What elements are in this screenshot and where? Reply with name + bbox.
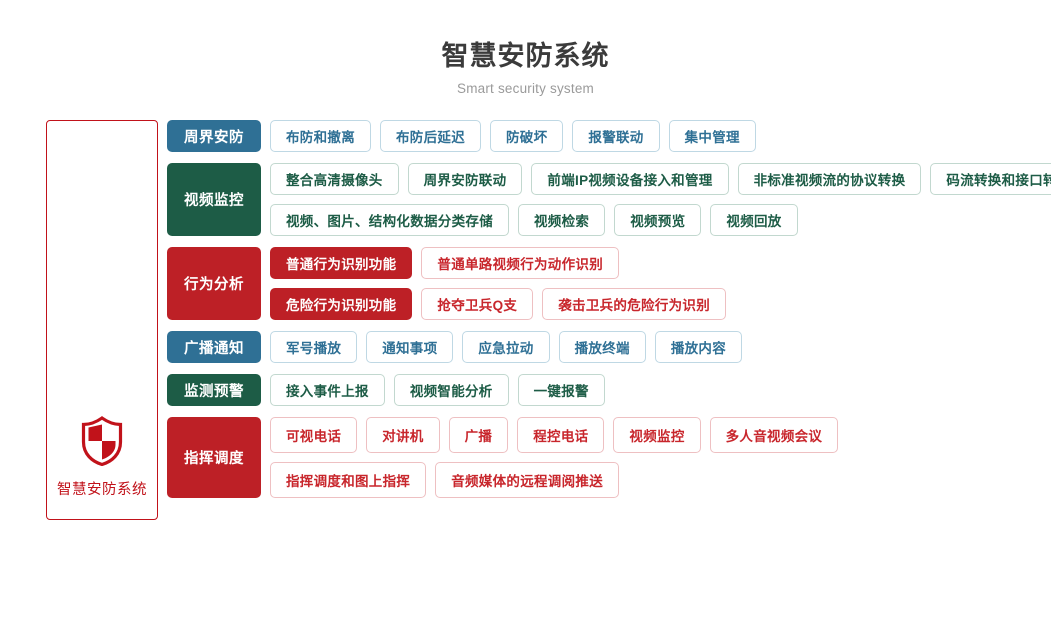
tag-line: 军号播放通知事项应急拉动播放终端播放内容 <box>270 331 1051 364</box>
feature-tag[interactable]: 播放内容 <box>654 331 743 364</box>
tag-line: 指挥调度和图上指挥音频媒体的远程调阅推送 <box>270 462 1051 499</box>
feature-tag[interactable]: 通知事项 <box>366 331 454 364</box>
feature-tag[interactable]: 码流转换和接口转换 <box>930 163 1051 196</box>
feature-tag[interactable]: 袭击卫兵的危险行为识别 <box>542 288 727 321</box>
feature-tag[interactable]: 军号播放 <box>270 331 358 364</box>
tag-line: 普通行为识别功能普通单路视频行为动作识别 <box>270 247 1051 280</box>
tag-line: 接入事件上报视频智能分析一键报警 <box>270 374 1051 407</box>
feature-tag[interactable]: 可视电话 <box>270 417 358 454</box>
tag-line: 可视电话对讲机广播程控电话视频监控多人音视频会议 <box>270 417 1051 454</box>
category-block[interactable]: 指挥调度 <box>167 417 261 499</box>
category-block[interactable]: 视频监控 <box>167 163 261 237</box>
tag-line: 危险行为识别功能抢夺卫兵Q支袭击卫兵的危险行为识别 <box>270 288 1051 321</box>
feature-tag[interactable]: 集中管理 <box>668 120 756 153</box>
feature-tag[interactable]: 播放终端 <box>558 331 646 364</box>
shield-icon <box>80 416 124 467</box>
category-rows: 周界安防布防和撤离布防后延迟防破坏报警联动集中管理视频监控整合高清摄像头周界安防… <box>167 120 1051 499</box>
feature-tag[interactable]: 视频、图片、结构化数据分类存储 <box>270 204 509 237</box>
tag-line: 整合高清摄像头周界安防联动前端IP视频设备接入和管理非标准视频流的协议转换码流转… <box>270 163 1051 196</box>
tag-line: 布防和撤离布防后延迟防破坏报警联动集中管理 <box>270 120 1051 153</box>
feature-tag[interactable]: 音频媒体的远程调阅推送 <box>435 462 620 499</box>
category-row: 周界安防布防和撤离布防后延迟防破坏报警联动集中管理 <box>167 120 1051 153</box>
category-row: 视频监控整合高清摄像头周界安防联动前端IP视频设备接入和管理非标准视频流的协议转… <box>167 163 1051 237</box>
feature-tag[interactable]: 指挥调度和图上指挥 <box>270 462 427 499</box>
feature-tag[interactable]: 危险行为识别功能 <box>270 288 413 321</box>
feature-tag[interactable]: 视频智能分析 <box>393 374 509 407</box>
feature-tag[interactable]: 应急拉动 <box>462 331 550 364</box>
category-row: 监测预警接入事件上报视频智能分析一键报警 <box>167 374 1051 407</box>
feature-tag[interactable]: 布防和撤离 <box>270 120 371 153</box>
category-block[interactable]: 监测预警 <box>167 374 261 407</box>
feature-tag[interactable]: 周界安防联动 <box>407 163 523 196</box>
feature-tag[interactable]: 视频检索 <box>518 204 606 237</box>
category-row: 指挥调度可视电话对讲机广播程控电话视频监控多人音视频会议指挥调度和图上指挥音频媒… <box>167 417 1051 499</box>
category-tag-lines: 军号播放通知事项应急拉动播放终端播放内容 <box>270 331 1051 364</box>
feature-tag[interactable]: 布防后延迟 <box>380 120 481 153</box>
page-subtitle: Smart security system <box>457 81 594 97</box>
feature-tag[interactable]: 视频回放 <box>710 204 798 237</box>
feature-tag[interactable]: 广播 <box>448 417 509 454</box>
feature-tag[interactable]: 报警联动 <box>572 120 660 153</box>
feature-tag[interactable]: 普通行为识别功能 <box>270 247 413 280</box>
category-tag-lines: 可视电话对讲机广播程控电话视频监控多人音视频会议指挥调度和图上指挥音频媒体的远程… <box>270 417 1051 499</box>
feature-tag[interactable]: 对讲机 <box>366 417 440 454</box>
feature-tag[interactable]: 非标准视频流的协议转换 <box>737 163 922 196</box>
feature-tag[interactable]: 多人音视频会议 <box>709 417 839 454</box>
feature-tag[interactable]: 接入事件上报 <box>270 374 385 407</box>
brand-panel: 智慧安防系统 <box>46 120 158 521</box>
feature-tag[interactable]: 整合高清摄像头 <box>270 163 399 196</box>
feature-tag[interactable]: 抢夺卫兵Q支 <box>421 288 534 321</box>
category-tag-lines: 整合高清摄像头周界安防联动前端IP视频设备接入和管理非标准视频流的协议转换码流转… <box>270 163 1051 237</box>
feature-tag[interactable]: 普通单路视频行为动作识别 <box>421 247 620 280</box>
category-block[interactable]: 周界安防 <box>167 120 261 153</box>
tag-line: 视频、图片、结构化数据分类存储视频检索视频预览视频回放 <box>270 204 1051 237</box>
feature-tag[interactable]: 视频预览 <box>614 204 702 237</box>
category-block[interactable]: 广播通知 <box>167 331 261 364</box>
feature-tag[interactable]: 视频监控 <box>613 417 701 454</box>
category-tag-lines: 接入事件上报视频智能分析一键报警 <box>270 374 1051 407</box>
brand-label: 智慧安防系统 <box>57 482 147 499</box>
category-tag-lines: 布防和撤离布防后延迟防破坏报警联动集中管理 <box>270 120 1051 153</box>
category-tag-lines: 普通行为识别功能普通单路视频行为动作识别危险行为识别功能抢夺卫兵Q支袭击卫兵的危… <box>270 247 1051 321</box>
diagram-content: 智慧安防系统 周界安防布防和撤离布防后延迟防破坏报警联动集中管理视频监控整合高清… <box>0 120 1051 521</box>
feature-tag[interactable]: 程控电话 <box>517 417 605 454</box>
category-row: 行为分析普通行为识别功能普通单路视频行为动作识别危险行为识别功能抢夺卫兵Q支袭击… <box>167 247 1051 321</box>
feature-tag[interactable]: 前端IP视频设备接入和管理 <box>531 163 729 196</box>
feature-tag[interactable]: 一键报警 <box>517 374 605 407</box>
feature-tag[interactable]: 防破坏 <box>490 120 564 153</box>
page-title: 智慧安防系统 <box>441 41 610 71</box>
category-row: 广播通知军号播放通知事项应急拉动播放终端播放内容 <box>167 331 1051 364</box>
page-header: 智慧安防系统 Smart security system <box>0 0 1051 96</box>
category-block[interactable]: 行为分析 <box>167 247 261 321</box>
